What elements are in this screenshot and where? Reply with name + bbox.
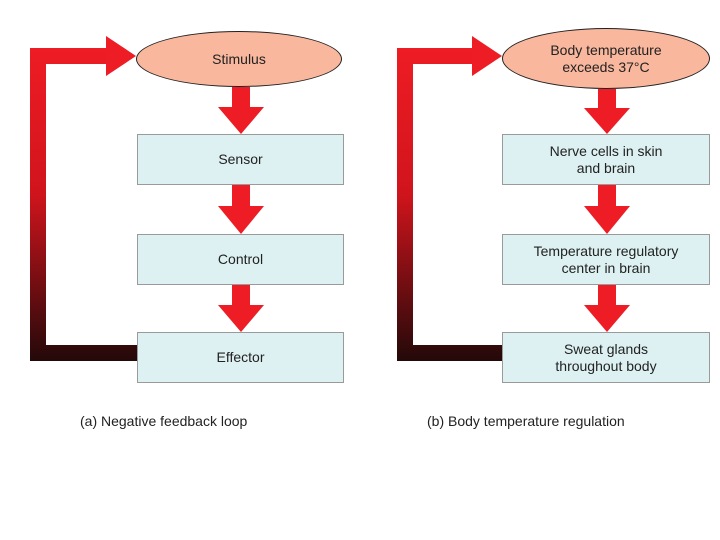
arrow-sensor-to-control [584, 185, 630, 234]
sensor-box: Sensor [137, 134, 344, 185]
control-label-line1: Temperature regulatory [533, 242, 679, 259]
control-label: Control [217, 251, 264, 267]
stimulus-label-line2: exceeds 37°C [562, 58, 650, 75]
sensor-label-line1: Nerve cells in skin [549, 142, 663, 159]
effector-label-line1: Sweat glands [563, 340, 649, 357]
arrow-stimulus-to-sensor [218, 87, 264, 134]
effector-box: Effector [137, 332, 344, 383]
panel-negative-feedback-loop: Stimulus Sensor Control Effector (a) Neg… [30, 31, 344, 429]
sensor-label-line2: and brain [576, 159, 636, 176]
caption-a: (a) Negative feedback loop [80, 413, 248, 429]
arrow-sensor-to-control [218, 185, 264, 234]
arrow-control-to-effector [584, 285, 630, 332]
feedback-loop-arrow [397, 36, 502, 361]
control-label-line2: center in brain [561, 259, 651, 276]
feedback-loop-arrow [30, 36, 137, 361]
caption-b: (b) Body temperature regulation [427, 413, 625, 429]
stimulus-ellipse: Body temperature exceeds 37°C [502, 28, 710, 89]
control-box: Temperature regulatory center in brain [502, 234, 710, 285]
stimulus-label: Stimulus [212, 50, 266, 67]
control-box: Control [137, 234, 344, 285]
effector-label-line2: throughout body [555, 357, 657, 374]
arrow-control-to-effector [218, 285, 264, 332]
stimulus-label-line1: Body temperature [550, 41, 662, 58]
effector-label: Effector [216, 349, 265, 365]
stimulus-ellipse: Stimulus [136, 31, 342, 87]
sensor-box: Nerve cells in skin and brain [502, 134, 710, 185]
arrow-stimulus-to-sensor [584, 89, 630, 134]
panel-body-temperature-regulation: Body temperature exceeds 37°C Nerve cell… [370, 0, 720, 540]
effector-box: Sweat glands throughout body [502, 332, 710, 383]
sensor-label: Sensor [218, 151, 263, 167]
